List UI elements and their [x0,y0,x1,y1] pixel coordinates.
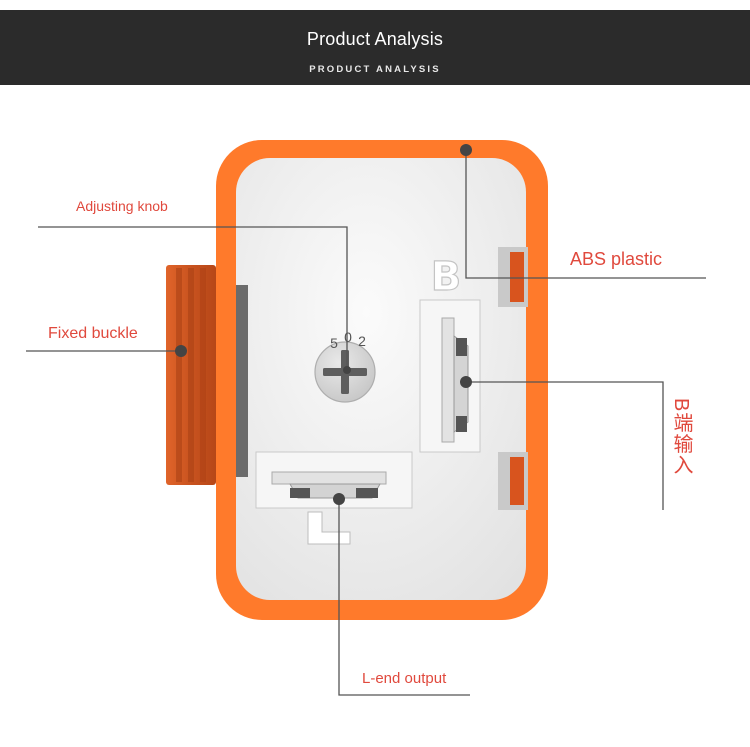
dot-abs-plastic [460,144,472,156]
dot-l-output [333,493,345,505]
leader-l-output [338,499,470,696]
label-adjusting-knob: Adjusting knob [76,198,168,214]
dot-b-input [460,376,472,388]
leader-adjusting-knob [38,226,348,370]
header-banner: Product Analysis PRODUCT ANALYSIS [0,10,750,85]
label-fixed-buckle: Fixed buckle [48,325,138,342]
leader-b-input [466,381,664,510]
face-strip [236,285,248,477]
header-subtitle: PRODUCT ANALYSIS [309,64,441,75]
fixed-buckle [166,265,216,485]
knob-scale-5: 5 [330,335,338,351]
leader-abs-plastic [465,150,706,279]
knob-scale-2: 2 [358,333,366,349]
knob-scale-0: 0 [344,329,352,345]
right-tabs [498,247,528,510]
label-l-output: L-end output [362,670,447,687]
b-mark: B [431,254,462,300]
leader-dots [175,144,472,505]
leader-lines [26,150,706,696]
dot-fixed-buckle [175,345,187,357]
header-title: Product Analysis [306,29,444,49]
label-abs-plastic: ABS plastic [570,249,663,269]
housing-face [236,158,526,600]
dot-adjusting-knob [343,366,351,374]
b-terminal [419,299,481,453]
label-b-input: B端输入 [670,398,692,476]
